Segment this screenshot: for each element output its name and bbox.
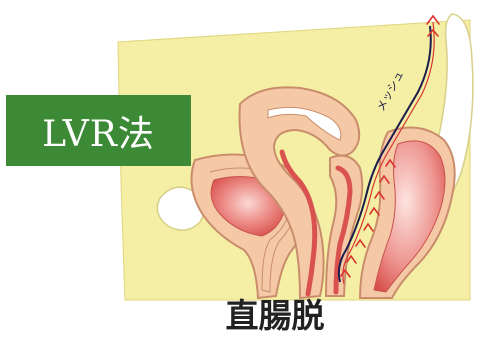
- badge-label: LVR法: [42, 105, 155, 157]
- lvr-badge: LVR法: [6, 95, 191, 166]
- caption-rectal-prolapse: 直腸脱: [205, 294, 345, 338]
